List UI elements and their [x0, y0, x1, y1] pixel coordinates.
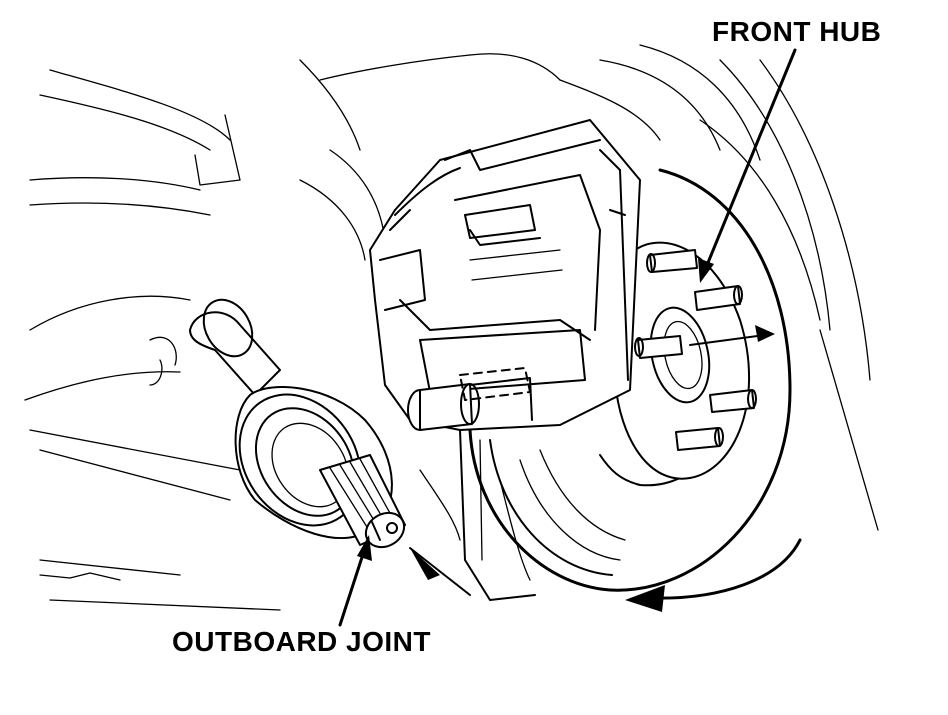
stud-1: [646, 249, 698, 273]
outboard-joint-label: OUTBOARD JOINT: [172, 626, 431, 657]
stud-3: [634, 335, 683, 359]
outboard-joint-leader: [338, 546, 367, 627]
callout-leaders: [338, 48, 797, 627]
brake-caliper: [369, 119, 641, 431]
front-hub-arrowhead: [698, 258, 714, 283]
outboard-joint: [189, 298, 406, 549]
stud-2: [694, 285, 743, 311]
stud-5: [675, 427, 724, 451]
front-hub-leader: [703, 48, 797, 272]
knuckle-lower: [419, 429, 536, 601]
motion-arrows: [409, 325, 802, 612]
wheel-studs: [634, 249, 757, 451]
stud-4: [709, 389, 757, 413]
front-hub-label: FRONT HUB: [712, 16, 882, 47]
outboard-joint-arrowhead: [357, 535, 372, 561]
